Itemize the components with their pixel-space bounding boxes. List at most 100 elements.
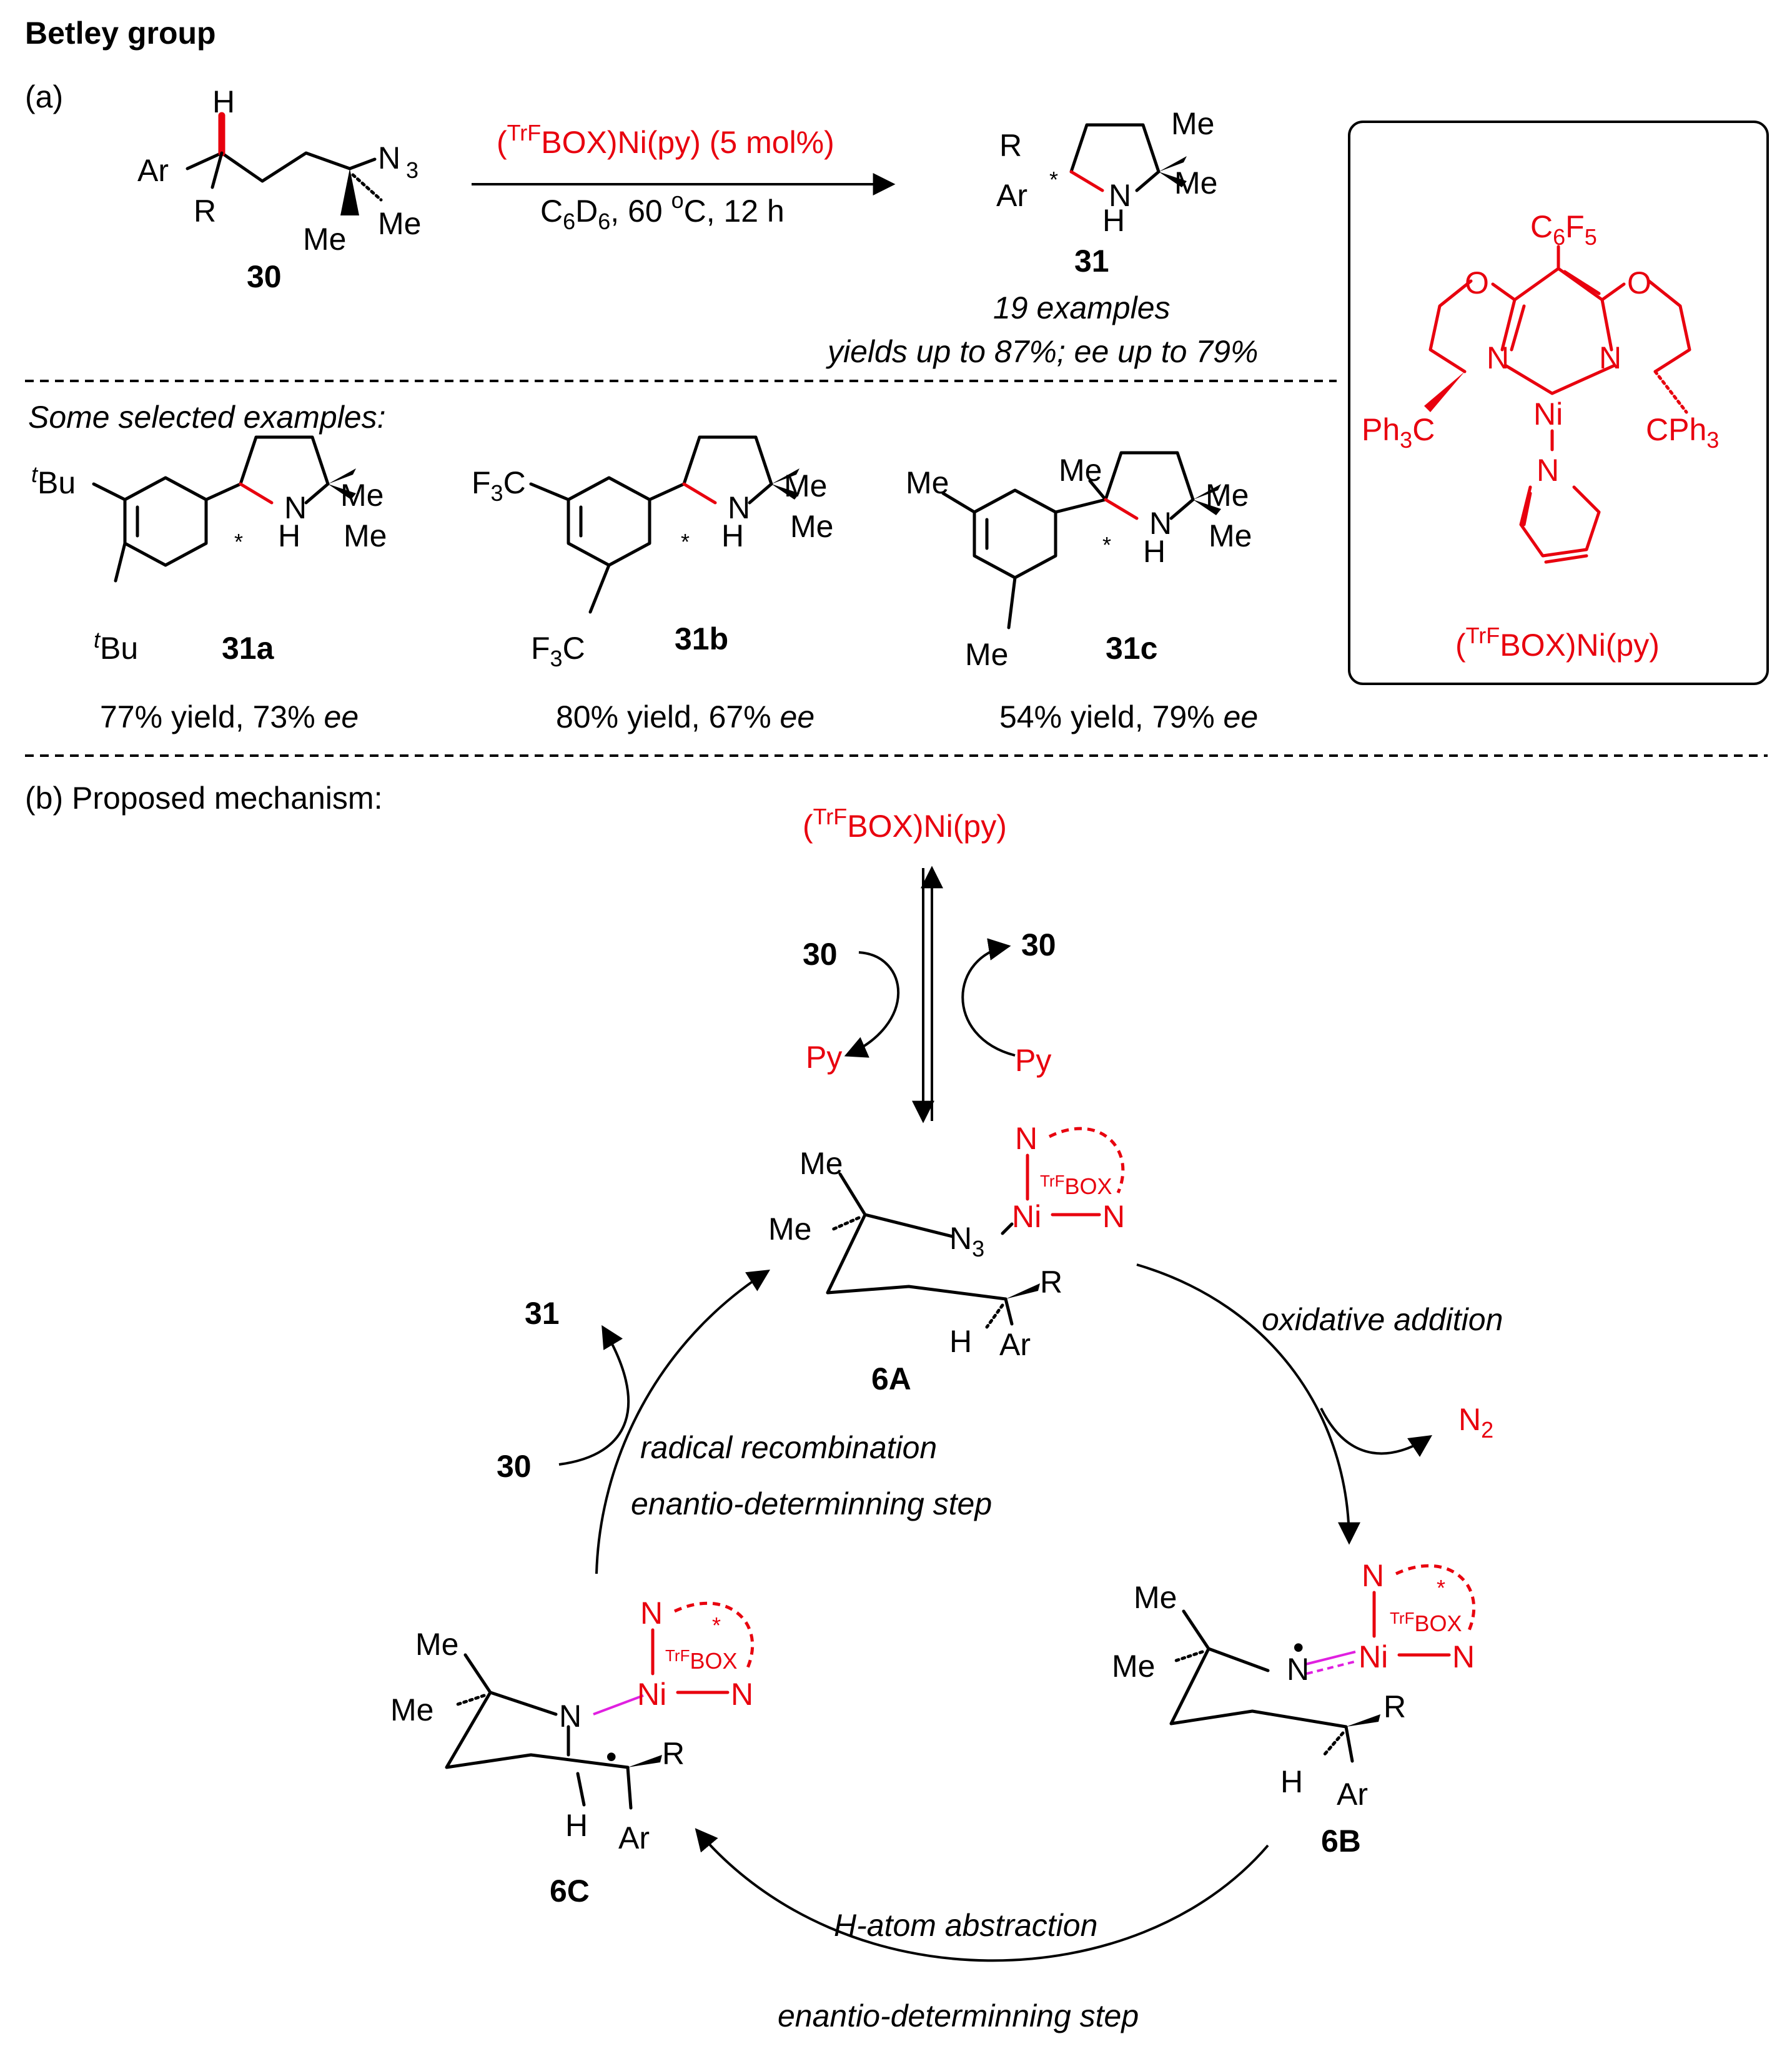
catalyst-box — [1348, 121, 1769, 685]
equilibrium-arrows — [844, 866, 1016, 1123]
svg-text:Ar: Ar — [618, 1820, 650, 1855]
intermediate-6A: Me Me N3 R H Ar Ni N N TrFBOX 6A — [768, 1121, 1125, 1396]
intermediate-id-6C: 6C — [550, 1874, 590, 1908]
svg-text:*: * — [234, 529, 243, 555]
n2-label: N2 — [1458, 1402, 1493, 1443]
part-a-label: (a) — [25, 79, 63, 114]
svg-text:Ph3C: Ph3C — [1362, 412, 1435, 453]
svg-text:*: * — [712, 1612, 721, 1638]
svg-text:O: O — [1627, 265, 1651, 300]
svg-text:TrFBOX: TrFBOX — [1040, 1172, 1112, 1199]
svg-text:N: N — [284, 490, 307, 525]
product-release-arrow — [558, 1325, 630, 1466]
reactant-30: H Ar R N 3 Me Me 30 — [137, 84, 421, 294]
intermediate-6C: Me Me N • R H Ar Ni N N * TrFBOX 6C — [390, 1596, 755, 1908]
step-radical-note: enantio-determinning step — [631, 1486, 992, 1521]
svg-text:Ni: Ni — [1359, 1639, 1388, 1674]
compound-id-30: 30 — [247, 259, 282, 294]
compound-id-31b: 31b — [675, 621, 728, 656]
svg-text:tBu: tBu — [94, 627, 138, 666]
examples-count: 19 examples — [993, 290, 1171, 325]
svg-text:H: H — [212, 84, 235, 119]
svg-text:(TrFBOX)Ni(py) (5 mol%): (TrFBOX)Ni(py) (5 mol%) — [497, 120, 834, 160]
catalyst-structure: C6F5 O O N N Ni Ph3C CPh3 N (TrFBOX)Ni(p… — [1362, 209, 1719, 663]
svg-text:F3C: F3C — [531, 631, 585, 671]
oxidative-addition-arrow — [1136, 1263, 1360, 1545]
svg-text:Py: Py — [1015, 1043, 1051, 1078]
svg-text:Me: Me — [390, 1692, 433, 1727]
svg-text:H: H — [949, 1324, 972, 1359]
example-31a: tBu tBu * N H Me Me 31a 77% yield, 73% e… — [31, 435, 387, 734]
svg-text:Me: Me — [965, 637, 1008, 672]
product-31: R Ar * N H Me Me 31 — [996, 106, 1217, 279]
compound-id-31c: 31c — [1106, 631, 1157, 666]
svg-text:H: H — [1102, 203, 1125, 238]
svg-text:R: R — [194, 194, 216, 229]
svg-text:Me: Me — [1112, 1649, 1155, 1684]
intermediate-6B: Me Me N • R H Ar Ni N N * TrFBOX 6B — [1112, 1558, 1476, 1859]
svg-text:(TrFBOX)Ni(py): (TrFBOX)Ni(py) — [1455, 623, 1660, 663]
svg-text:N: N — [1452, 1639, 1475, 1674]
svg-text:H: H — [1280, 1764, 1303, 1799]
svg-text:H: H — [565, 1808, 588, 1843]
svg-text:*: * — [681, 529, 690, 555]
svg-text:Me: Me — [1059, 453, 1102, 488]
svg-text:Me: Me — [415, 1627, 458, 1662]
svg-text:*: * — [1102, 532, 1111, 558]
svg-text:30: 30 — [803, 937, 838, 972]
svg-text:N: N — [1487, 340, 1509, 375]
recombination-arrow — [595, 1270, 771, 1574]
svg-text:80% yield, 67% ee: 80% yield, 67% ee — [556, 699, 814, 734]
examples-heading: Some selected examples: — [28, 400, 386, 435]
svg-text:Me: Me — [1171, 106, 1214, 141]
svg-text:C6F5: C6F5 — [1530, 209, 1597, 250]
svg-text:Me: Me — [378, 206, 421, 241]
n2-release-arrow — [1320, 1408, 1432, 1457]
step-hat: H-atom abstraction — [834, 1908, 1097, 1943]
svg-text:H: H — [278, 518, 300, 553]
svg-text:Me: Me — [1134, 1580, 1177, 1615]
hat-arrow — [695, 1828, 1269, 1962]
svg-text:H: H — [721, 518, 744, 553]
svg-text:Ar: Ar — [996, 178, 1027, 213]
svg-text:CPh3: CPh3 — [1646, 412, 1719, 453]
svg-text:Me: Me — [344, 518, 387, 553]
part-b-label: (b) Proposed mechanism: — [25, 781, 382, 816]
step-oxidative-addition: oxidative addition — [1262, 1302, 1503, 1337]
svg-text:Me: Me — [303, 222, 346, 257]
svg-text:N: N — [1599, 340, 1621, 375]
svg-text:Me: Me — [1174, 165, 1217, 200]
svg-text:•: • — [1293, 1630, 1304, 1665]
svg-text:*: * — [1049, 167, 1058, 192]
svg-text:R: R — [662, 1736, 685, 1771]
svg-text:C6D6, 60 oC, 12 h: C6D6, 60 oC, 12 h — [540, 187, 785, 234]
svg-text:Me: Me — [768, 1212, 811, 1247]
svg-text:R: R — [1384, 1689, 1406, 1724]
intermediate-id-6A: 6A — [871, 1361, 911, 1396]
svg-text:Me: Me — [784, 468, 827, 503]
svg-text:N: N — [1149, 506, 1172, 541]
product-out-31: 31 — [525, 1296, 560, 1331]
svg-text:N: N — [1362, 1558, 1384, 1593]
svg-text:*: * — [1437, 1575, 1445, 1601]
svg-text:•: • — [606, 1739, 617, 1774]
svg-text:R: R — [999, 128, 1022, 163]
svg-text:N: N — [728, 490, 750, 525]
compound-id-31: 31 — [1074, 244, 1109, 279]
svg-text:N: N — [640, 1596, 663, 1631]
svg-text:Me: Me — [799, 1146, 843, 1181]
svg-text:Ar: Ar — [1337, 1777, 1368, 1812]
step-radical-recombination: radical recombination — [640, 1430, 937, 1465]
example-31b: F3C F3C * N H Me Me 31b 80% yield, 67% e… — [472, 435, 833, 734]
svg-text:N3: N3 — [949, 1221, 984, 1261]
svg-text:N: N — [1537, 453, 1559, 488]
catalyst-top-label: (TrFBOX)Ni(py) — [803, 804, 1007, 844]
svg-text:N: N — [378, 141, 400, 175]
svg-text:N: N — [1287, 1652, 1309, 1687]
reaction-conditions: (TrFBOX)Ni(py) (5 mol%) C6D6, 60 oC, 12 … — [472, 120, 896, 234]
svg-text:N: N — [559, 1699, 582, 1734]
svg-text:Me: Me — [906, 465, 949, 500]
svg-text:O: O — [1465, 265, 1489, 300]
svg-text:TrFBOX: TrFBOX — [665, 1646, 738, 1674]
